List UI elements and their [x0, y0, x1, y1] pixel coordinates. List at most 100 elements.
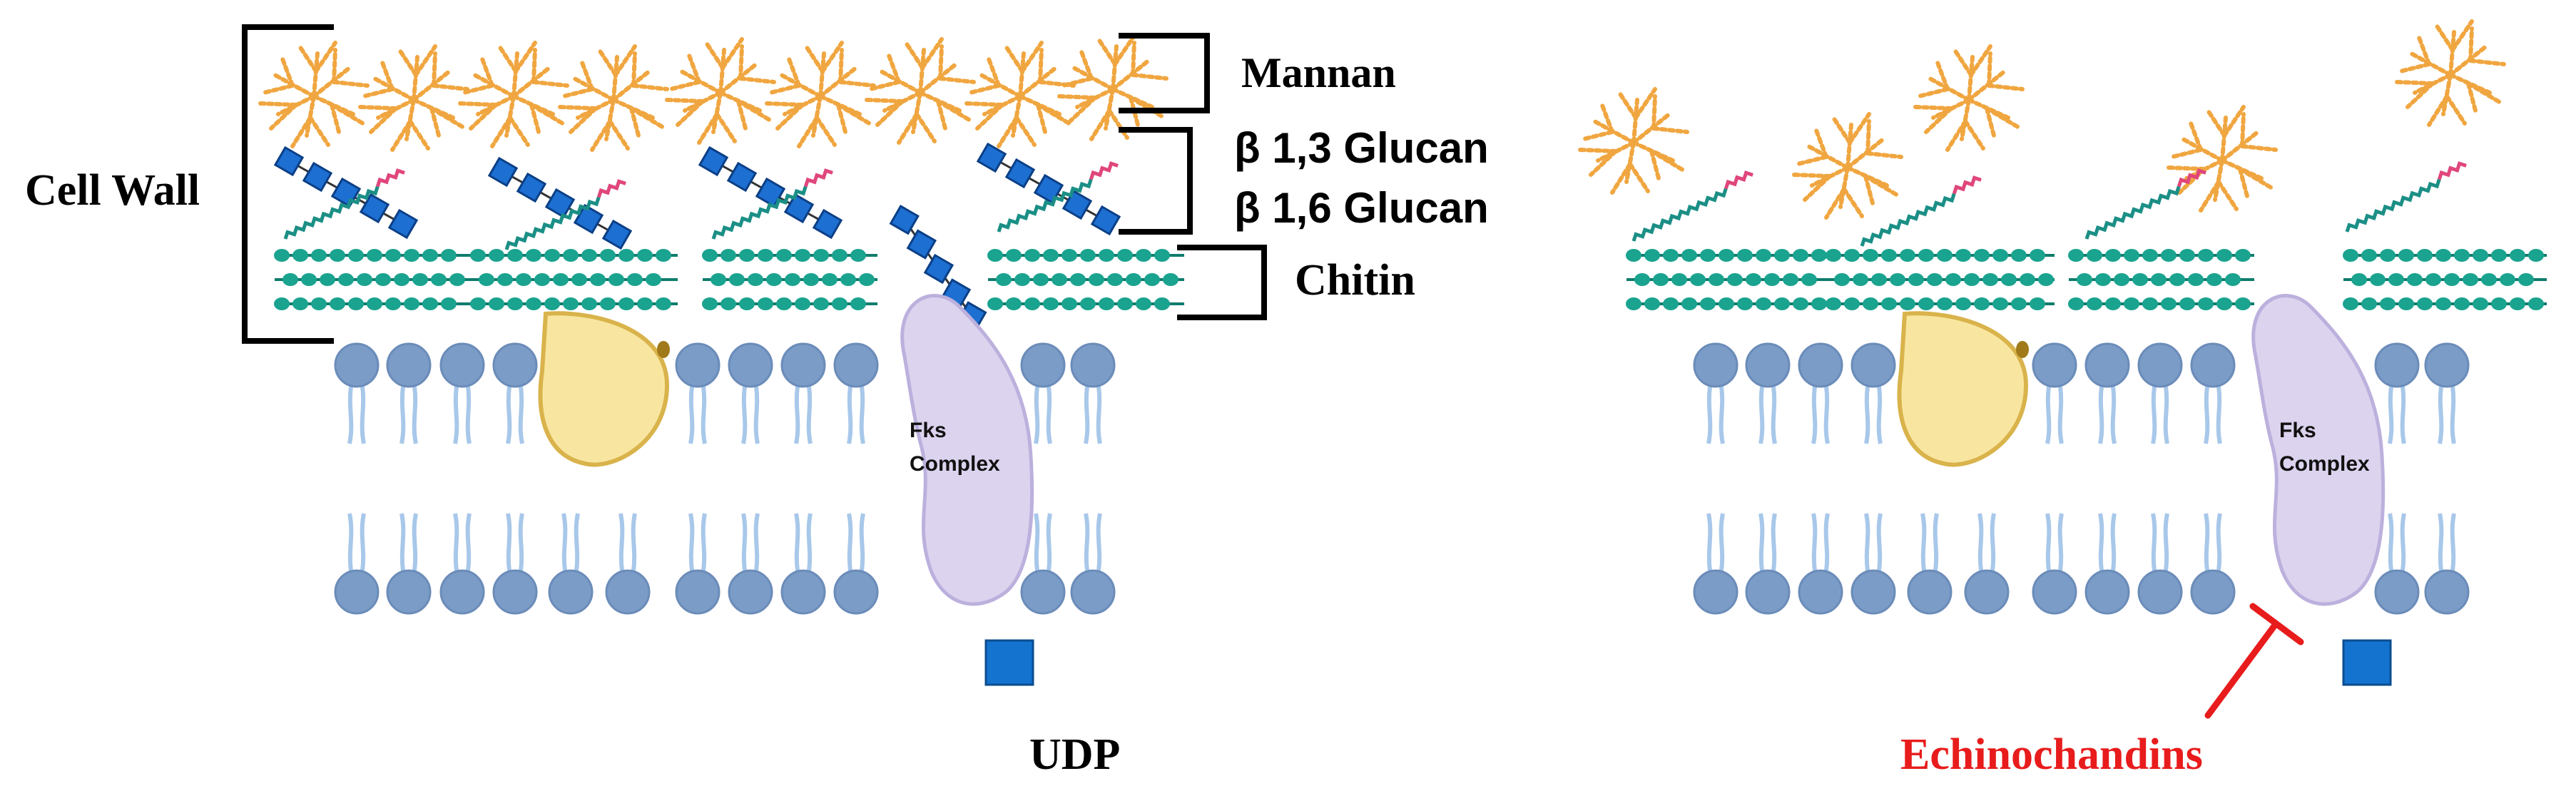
chitin-chain-icon: [471, 273, 678, 286]
udp-square-icon: [984, 639, 1034, 686]
chitin-chain-icon: [1626, 297, 1827, 310]
glucan-layer: [1631, 159, 2467, 258]
phospholipid-icon: [835, 514, 877, 613]
membrane-protein-icon: [1897, 311, 2029, 467]
mannan-branch-icon: [260, 43, 367, 146]
phospholipid-icon: [1071, 514, 1114, 613]
glucan-side-chain-icon: [2345, 159, 2467, 244]
phospholipid-icon: [335, 344, 378, 444]
chitin-chain-icon: [703, 273, 877, 286]
phospholipid-icon: [782, 514, 825, 613]
glucan-chain-icon: [488, 157, 632, 250]
mannan-branch-icon: [1059, 36, 1166, 139]
phospholipid-icon: [1746, 514, 1789, 613]
fks-complex-icon: Fks Complex: [900, 294, 1034, 606]
echinocandin-treated-panel: Fks Complex Echinochandins: [1580, 21, 2547, 779]
chitin-chain-icon: [987, 297, 1184, 310]
chitin-chain-icon: [2343, 249, 2547, 262]
udp-label: UDP: [1029, 730, 1120, 779]
phospholipid-icon: [2086, 514, 2129, 613]
phospholipid-icon: [494, 514, 536, 613]
phospholipid-icon: [729, 514, 772, 613]
phospholipid-icon: [1908, 514, 1951, 613]
phospholipid-icon: [2139, 344, 2182, 444]
phospholipid-icon: [2086, 344, 2129, 444]
glucan-bracket: [1119, 127, 1193, 235]
chitin-chain-icon: [470, 297, 678, 310]
phospholipid-icon: [2033, 344, 2076, 444]
chitin-chain-icon: [1826, 297, 2055, 310]
chitin-chain-icon: [2343, 297, 2547, 310]
mannan-branch-icon: [667, 39, 774, 143]
phospholipid-icon: [606, 514, 649, 613]
mannan-branch-icon: [2397, 21, 2504, 125]
glucan-side-chain-icon: [1631, 168, 1753, 253]
chitin-chain-icon: [987, 249, 1184, 262]
mannan-branch-icon: [1580, 89, 1687, 193]
phospholipid-icon: [2425, 344, 2468, 444]
phospholipid-icon: [1694, 344, 1737, 444]
chitin-chain-icon: [275, 273, 471, 286]
chitin-chain-icon: [1626, 249, 1827, 262]
chitin-chain-icon: [702, 297, 877, 310]
phospholipid-icon: [441, 514, 484, 613]
phospholipid-icon: [2139, 514, 2182, 613]
phospholipid-icon: [2033, 514, 2076, 613]
chitin-chain-icon: [988, 273, 1184, 286]
phospholipid-icon: [494, 344, 536, 444]
phospholipid-icon: [835, 344, 877, 444]
mannan-branch-icon: [2169, 107, 2276, 210]
phospholipid-icon: [387, 344, 430, 444]
mannan-branch-icon: [1794, 114, 1901, 218]
chitin-layer: [274, 249, 1184, 310]
phospholipid-icon: [2425, 514, 2468, 613]
udp-square-icon: [2342, 639, 2392, 686]
membrane-protein-icon: [538, 311, 670, 467]
mannan-branch-icon: [767, 43, 874, 146]
chitin-chain-icon: [2069, 273, 2254, 286]
mannan-branch-icon: [867, 39, 974, 143]
mannan-layer: [260, 36, 1166, 150]
chitin-bracket: [1177, 245, 1267, 320]
fks-label-line2: Complex: [910, 452, 1000, 476]
glucan-chain-icon: [698, 146, 842, 239]
phospholipid-icon: [1746, 344, 1789, 444]
phospholipid-icon: [1799, 514, 1842, 613]
inhibition-arrow-icon: [2204, 603, 2304, 719]
phospholipid-icon: [2191, 514, 2234, 613]
mannan-branch-icon: [360, 46, 467, 150]
chitin-layer: [1626, 249, 2547, 310]
mannan-branch-icon: [1915, 46, 2022, 150]
fks-complex-icon: Fks Complex: [2251, 294, 2386, 606]
chitin-chain-icon: [1826, 249, 2055, 262]
mannan-branch-icon: [967, 43, 1074, 146]
chitin-chain-icon: [274, 297, 471, 310]
phospholipid-icon: [441, 344, 484, 444]
phospholipid-icon: [1071, 344, 1114, 444]
mannan-branch-icon: [460, 43, 567, 146]
chitin-chain-icon: [2068, 249, 2254, 262]
glucan-chain-icon: [977, 143, 1121, 235]
chitin-chain-icon: [470, 249, 678, 262]
phospholipid-icon: [1852, 344, 1895, 444]
phospholipid-icon: [335, 514, 378, 613]
mannan-layer: [1580, 21, 2504, 218]
phospholipid-icon: [729, 344, 772, 444]
phospholipid-icon: [1965, 514, 2008, 613]
chitin-chain-icon: [274, 249, 471, 262]
chitin-chain-icon: [2068, 297, 2254, 310]
chitin-label: Chitin: [1295, 256, 1415, 305]
glucan-side-chain-icon: [2084, 166, 2206, 251]
cell-wall-label: Cell Wall: [25, 166, 200, 215]
phospholipid-icon: [549, 514, 592, 613]
chitin-chain-icon: [1626, 273, 1826, 286]
echinocandins-label: Echinochandins: [1900, 730, 2203, 779]
chitin-chain-icon: [2343, 273, 2547, 286]
phospholipid-icon: [676, 514, 719, 613]
mannan-bracket: [1119, 33, 1210, 113]
glucan-13-label: β 1,3 Glucan: [1234, 124, 1489, 172]
chitin-chain-icon: [1826, 273, 2055, 286]
chitin-chain-icon: [702, 249, 877, 262]
